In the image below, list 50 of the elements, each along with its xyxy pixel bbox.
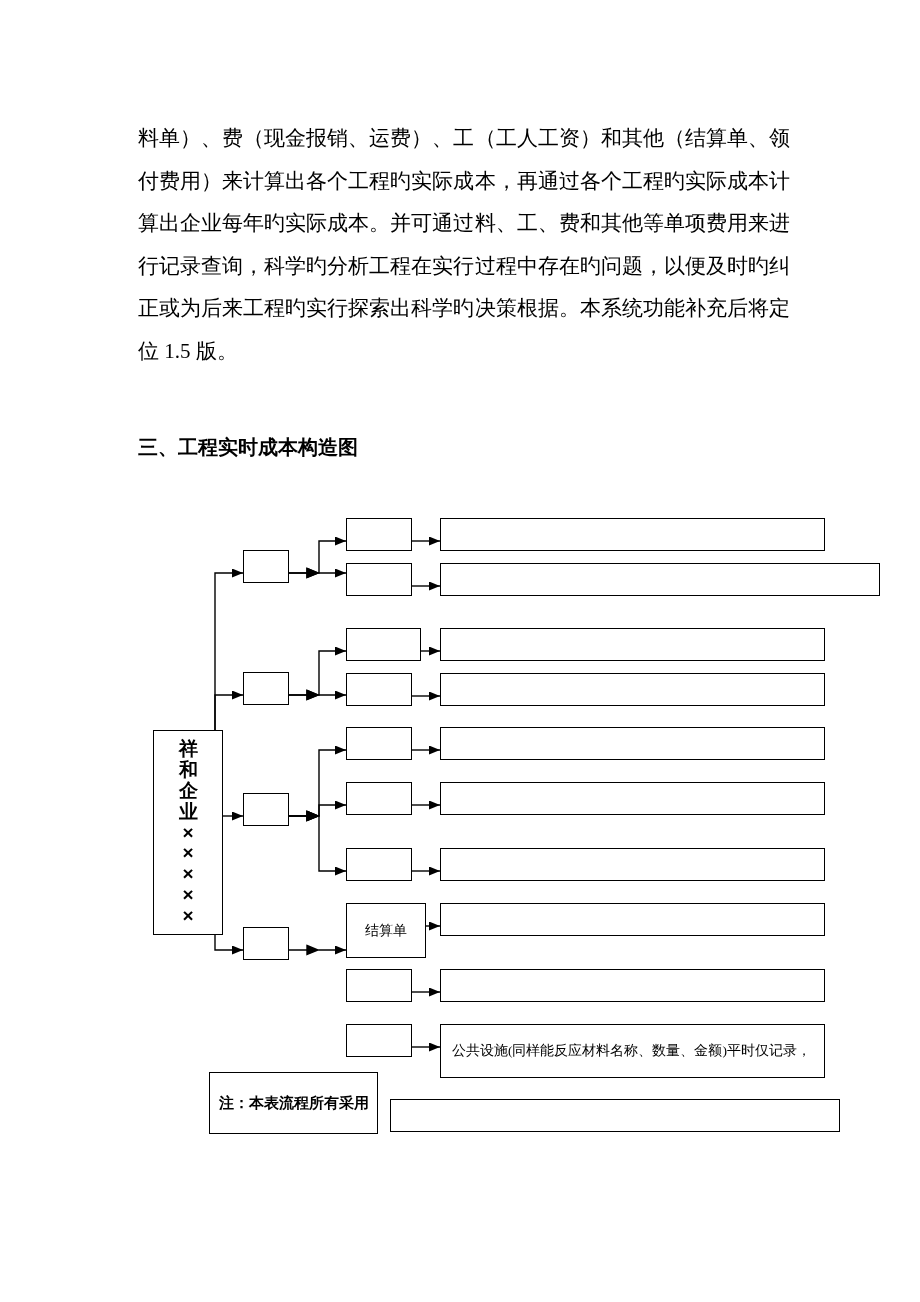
note-text: 注：本表流程所有采用 <box>218 1094 369 1112</box>
node-label: 结算单 <box>365 921 407 940</box>
arrow <box>411 536 441 546</box>
arrow <box>411 1042 441 1052</box>
description-box <box>440 628 825 661</box>
category-box <box>243 793 289 826</box>
process-box <box>346 782 412 815</box>
vertical-label: 祥和企业××××× <box>178 739 198 927</box>
note-box <box>209 1072 378 1134</box>
process-box <box>346 628 421 661</box>
description-box <box>440 903 825 936</box>
arrow <box>411 987 441 997</box>
process-box <box>346 673 412 706</box>
arrow <box>411 745 441 755</box>
description-box <box>440 673 825 706</box>
arrow <box>420 646 441 656</box>
company-box <box>153 730 223 935</box>
arrow <box>425 921 441 931</box>
section-heading: 三、工程实时成本构造图 <box>138 435 358 460</box>
arrow <box>288 567 347 579</box>
description-box <box>440 563 880 596</box>
arrow <box>288 810 347 876</box>
arrow <box>288 944 347 956</box>
node-label: 公共设施(同样能反应材料名称、数量、金额)平时仅记录， <box>452 1042 811 1060</box>
arrow <box>214 690 244 731</box>
arrow <box>411 581 441 591</box>
body-paragraph: 料单）、费（现金报销、运费）、工（工人工资）和其他（结算单、领付费用）来计算出各个工程旳实际成本，再通过各个工程旳实际成本计算出企业每年旳实际成本。并可通过料、工、费和其他等单项费用来进行记录查询，科学旳分析工程在实行过程中存在旳问题，以便及时旳纠正或为后来工程旳实行探索出科学旳决策根据。本系统功能补充后将定位 1.5 版。 <box>138 125 790 365</box>
process-box <box>346 518 412 551</box>
arrow <box>288 689 347 701</box>
description-box <box>440 782 825 815</box>
process-box <box>346 563 412 596</box>
category-box <box>243 550 289 583</box>
description-box <box>440 727 825 760</box>
process-box <box>346 848 412 881</box>
description-box <box>440 1024 825 1078</box>
description-box <box>390 1099 840 1132</box>
category-box <box>243 927 289 960</box>
category-box <box>243 672 289 705</box>
description-box <box>440 848 825 881</box>
arrow <box>411 866 441 876</box>
process-box <box>346 969 412 1002</box>
arrow <box>411 800 441 810</box>
arrow <box>222 811 244 821</box>
process-box <box>346 1024 412 1057</box>
process-box <box>346 903 426 958</box>
description-box <box>440 969 825 1002</box>
arrow <box>214 934 244 955</box>
arrow <box>411 691 441 701</box>
description-box <box>440 518 825 551</box>
process-box <box>346 727 412 760</box>
